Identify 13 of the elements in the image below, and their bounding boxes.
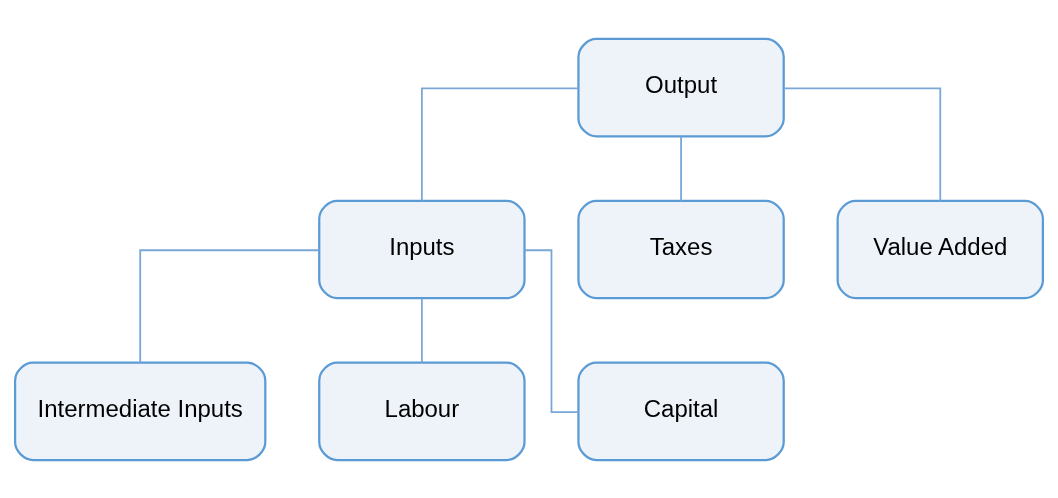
- connector: [139, 248, 320, 363]
- connector: [680, 135, 682, 202]
- connector: [783, 87, 942, 202]
- node-box: Value Added: [836, 199, 1045, 299]
- connector: [523, 248, 580, 413]
- node-box: Output: [577, 37, 785, 137]
- node-box: Labour: [318, 361, 526, 461]
- node-box: Intermediate Inputs: [13, 361, 267, 461]
- node-box: Taxes: [577, 199, 785, 299]
- node-box: Capital: [577, 361, 785, 461]
- connector: [420, 297, 423, 363]
- connector: [420, 87, 579, 202]
- node-box: Inputs: [318, 199, 526, 299]
